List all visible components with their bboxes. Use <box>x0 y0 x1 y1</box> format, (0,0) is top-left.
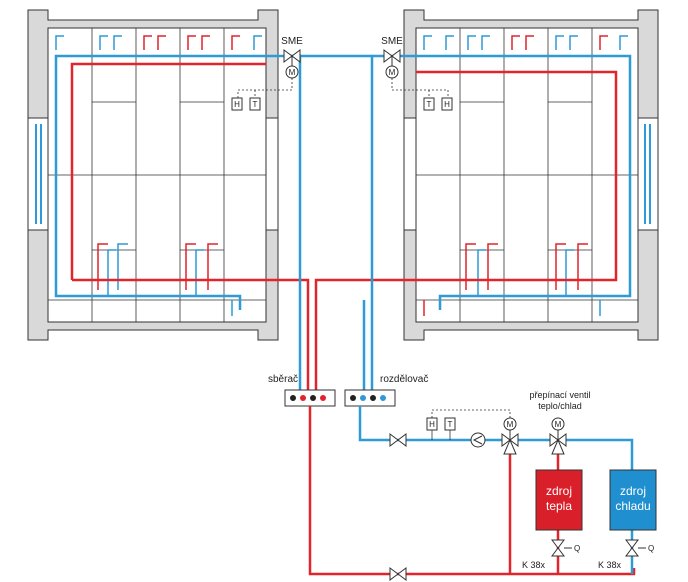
gate-valve-return[interactable] <box>389 567 407 581</box>
right-panel-grid <box>415 27 639 323</box>
svg-text:M: M <box>289 68 296 77</box>
cool-source: zdroj chladu <box>609 469 657 531</box>
right-window-right <box>637 117 659 231</box>
switching-valve[interactable]: M <box>549 417 567 455</box>
svg-text:T: T <box>253 100 258 109</box>
right-window-left <box>403 117 417 231</box>
right-room <box>314 9 659 392</box>
gate-valve-supply[interactable] <box>389 433 407 447</box>
svg-text:M: M <box>555 420 562 429</box>
k38-right-label: K 38x <box>598 560 622 570</box>
svg-text:chladu: chladu <box>615 499 650 513</box>
svg-text:Q: Q <box>574 544 580 553</box>
right-top-hooks <box>423 35 628 50</box>
svg-text:M: M <box>389 68 396 77</box>
sme-valve-right[interactable]: M SME <box>381 36 403 79</box>
right-cold-loop <box>396 54 632 310</box>
right-room-sensors: T H <box>423 90 453 111</box>
svg-text:Q: Q <box>648 544 654 553</box>
svg-text:zdroj: zdroj <box>620 484 646 498</box>
left-room-sensors: H T <box>231 90 261 111</box>
left-cold-loop <box>54 54 292 310</box>
svg-text:M: M <box>507 420 514 429</box>
left-room <box>27 9 292 341</box>
sme-right-label: SME <box>381 36 403 47</box>
manifold-collector: sběrač <box>268 374 336 407</box>
rozdelovac-label: rozdělovač <box>380 374 428 385</box>
mixing-valve[interactable]: M <box>501 417 519 455</box>
supply-sensors: H T <box>426 417 456 440</box>
svg-text:H: H <box>234 100 240 109</box>
svg-text:T: T <box>448 420 453 429</box>
left-panel-grid <box>47 27 267 323</box>
heat-source: zdroj tepla <box>535 469 583 531</box>
left-hot-loop <box>70 62 266 280</box>
switch-valve-label-2: teplo/chlad <box>538 401 582 411</box>
manifold-distributor: rozdělovač <box>344 374 428 407</box>
switch-valve-label-1: přepínací ventil <box>529 390 590 400</box>
left-top-hooks <box>55 35 262 50</box>
right-hot-loop <box>314 70 618 392</box>
mains <box>308 406 636 576</box>
sme-left-label: SME <box>281 36 303 47</box>
svg-text:H: H <box>444 100 450 109</box>
svg-text:zdroj: zdroj <box>546 484 572 498</box>
k38-valve-cool[interactable]: Q K 38x <box>598 539 654 570</box>
left-window-left <box>27 117 49 231</box>
sberac-label: sběrač <box>268 374 298 385</box>
k38-valve-heat[interactable]: Q K 38x <box>522 539 580 570</box>
circulation-pump <box>470 432 486 448</box>
svg-text:T: T <box>427 100 432 109</box>
svg-text:tepla: tepla <box>546 499 572 513</box>
k38-left-label: K 38x <box>522 560 546 570</box>
svg-text:H: H <box>429 420 435 429</box>
left-window-right <box>265 117 279 231</box>
sme-valve-left[interactable]: M SME <box>281 36 303 79</box>
